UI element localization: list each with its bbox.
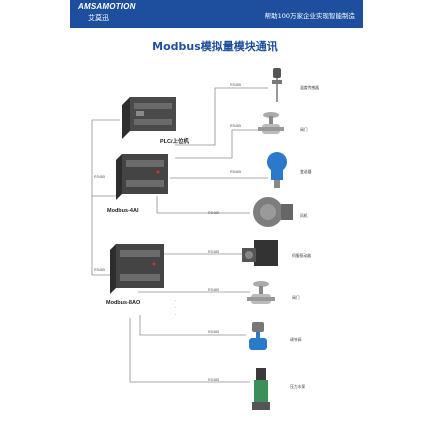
header-slogan: 帮助100万家企业实现智能制造 — [264, 12, 355, 20]
brand-name-cn: 艾莫迅 — [88, 14, 109, 22]
bus-plc-ai — [91, 119, 120, 197]
rs485-label: RS485 — [208, 330, 219, 334]
plc-label: PLC/上位机 — [160, 139, 190, 145]
device-label: 调节阀 — [290, 337, 302, 342]
device-label: 风机 — [300, 213, 308, 218]
wire-plc-valve — [175, 129, 258, 159]
modbus-8ao-label: Modbus-8AO — [106, 300, 141, 306]
rs485-label: RS485 — [208, 250, 219, 254]
pump-icon — [252, 368, 270, 410]
wire-ao-pump — [129, 318, 250, 383]
fan-blower-icon — [253, 197, 293, 227]
control-valve-icon — [249, 322, 267, 350]
modbus-8ao-module-icon — [110, 244, 164, 294]
device-label: 变送器 — [300, 169, 312, 174]
temperature-sensor-icon — [272, 68, 282, 102]
device-label: 阀门 — [300, 127, 308, 132]
device-label: 伺服驱动器 — [292, 253, 311, 258]
servo-drive-icon — [242, 240, 278, 266]
wire-ao-ctrlvalve — [139, 315, 246, 336]
wire-ai-fan — [156, 196, 250, 214]
device-label: 压力水泵 — [290, 384, 306, 389]
rs485-label: RS485 — [230, 83, 241, 87]
rs485-label: RS485 — [94, 175, 105, 179]
rs485-label: RS485 — [208, 288, 219, 292]
modbus-4ai-module-icon — [116, 154, 168, 200]
brand-logo: AMSAMOTION — [78, 2, 136, 11]
rs485-label: RS485 — [94, 268, 105, 272]
header-banner: AMSAMOTION 艾莫迅 帮助100万家企业实现智能制造 — [70, 0, 363, 28]
device-label: 温度传感器 — [300, 85, 319, 90]
bus-ai-ao — [91, 196, 110, 276]
device-label: 阀门 — [292, 295, 300, 300]
rs485-label: RS485 — [208, 211, 219, 215]
valve-icon — [247, 281, 275, 304]
pressure-transmitter-icon — [267, 152, 287, 188]
page-title: Modbus模拟量模块通讯 — [152, 40, 278, 53]
ellipsis-dots: ··· — [175, 298, 177, 318]
modbus-4ai-label: Modbus-4AI — [107, 208, 139, 214]
valve-icon — [258, 112, 284, 134]
rs485-label: RS485 — [230, 124, 241, 128]
plc-module-icon — [122, 97, 176, 139]
rs485-label: RS485 — [208, 378, 219, 382]
wire-plc-temp — [175, 87, 268, 146]
rs485-label: RS485 — [230, 170, 241, 174]
